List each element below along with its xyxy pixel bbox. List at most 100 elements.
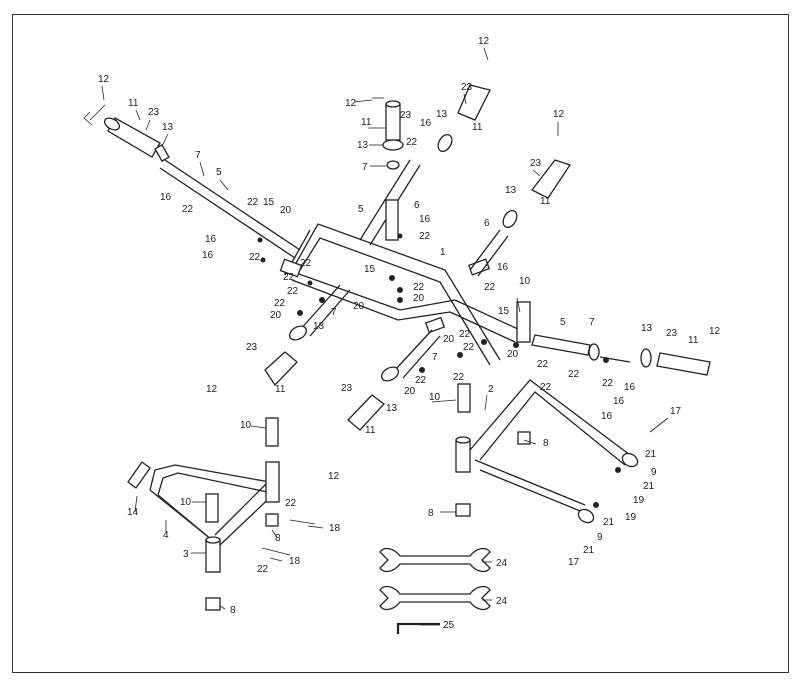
lower-left-arms xyxy=(264,284,441,431)
rear-leg-assembly xyxy=(455,301,639,524)
label-22f: 22 xyxy=(413,282,425,293)
label-19: 19 xyxy=(633,495,645,506)
label-24b: 24 xyxy=(496,596,508,607)
label-16f: 16 xyxy=(497,262,509,273)
diagram-frame xyxy=(12,14,789,673)
label-17b: 17 xyxy=(568,557,580,568)
label-20: 20 xyxy=(280,205,292,216)
label-12e: 12 xyxy=(206,384,218,395)
leader-lines xyxy=(101,47,669,626)
label-23g: 23 xyxy=(666,328,678,339)
label-15b: 15 xyxy=(364,264,376,275)
label-22d: 22 xyxy=(406,137,418,148)
label-20f: 20 xyxy=(404,386,416,397)
label-11b: 11 xyxy=(472,122,483,133)
label-10c: 10 xyxy=(240,420,252,431)
label-12f: 12 xyxy=(328,471,340,482)
label-13f: 13 xyxy=(386,403,398,414)
label-5c: 5 xyxy=(560,317,566,328)
label-13d: 13 xyxy=(505,185,517,196)
label-21b: 21 xyxy=(643,481,655,492)
label-18: 18 xyxy=(329,523,341,534)
label-23e: 23 xyxy=(246,342,258,353)
label-22s: 22 xyxy=(540,382,552,393)
label-17: 17 xyxy=(670,406,682,417)
label-16c: 16 xyxy=(202,250,214,261)
label-6b: 6 xyxy=(484,218,490,229)
upper-center-arm xyxy=(359,97,421,246)
label-22: 22 xyxy=(182,204,194,215)
label-23: 23 xyxy=(148,107,160,118)
label-20e: 20 xyxy=(443,334,455,345)
label-12c: 12 xyxy=(345,98,357,109)
label-13b: 13 xyxy=(436,109,448,120)
label-3: 3 xyxy=(183,549,189,560)
label-18b: 18 xyxy=(289,556,301,567)
wrench-bottom xyxy=(379,585,491,611)
label-22h: 22 xyxy=(300,258,312,269)
label-20d: 20 xyxy=(353,301,365,312)
label-22e: 22 xyxy=(419,231,431,242)
label-13g: 13 xyxy=(641,323,653,334)
label-20b: 20 xyxy=(413,293,425,304)
label-22n: 22 xyxy=(415,375,427,386)
label-7d: 7 xyxy=(432,352,438,363)
label-21: 21 xyxy=(645,449,657,460)
label-7e: 7 xyxy=(589,317,595,328)
upper-right-arm xyxy=(437,84,572,277)
right-arm xyxy=(531,334,711,376)
label-5: 5 xyxy=(216,167,222,178)
label-23b: 23 xyxy=(461,82,473,93)
label-13c: 13 xyxy=(357,140,369,151)
label-2: 2 xyxy=(488,384,494,395)
upper-left-arm xyxy=(83,104,301,259)
label-10: 10 xyxy=(519,276,531,287)
label-22m: 22 xyxy=(463,342,475,353)
label-12: 12 xyxy=(98,74,110,85)
label-22q: 22 xyxy=(602,378,614,389)
label-8: 8 xyxy=(543,438,549,449)
label-22k: 22 xyxy=(274,298,286,309)
label-10d: 10 xyxy=(180,497,192,508)
label-14: 14 xyxy=(127,507,139,518)
label-15c: 15 xyxy=(498,306,510,317)
label-21c: 21 xyxy=(603,517,615,528)
label-16d: 16 xyxy=(420,118,432,129)
label-12d: 12 xyxy=(553,109,565,120)
label-11: 11 xyxy=(128,98,139,109)
label-22i: 22 xyxy=(283,272,295,283)
label-16i: 16 xyxy=(601,411,613,422)
label-22b: 22 xyxy=(247,197,259,208)
label-10b: 10 xyxy=(429,392,441,403)
label-7b: 7 xyxy=(362,162,368,173)
part-labels: 12 11 23 13 7 5 16 22 22 15 20 16 16 22 … xyxy=(98,36,721,631)
label-22g: 22 xyxy=(484,282,496,293)
label-16: 16 xyxy=(160,192,172,203)
fasteners xyxy=(257,233,621,508)
label-7: 7 xyxy=(195,150,201,161)
label-13e: 13 xyxy=(313,321,325,332)
label-11f: 11 xyxy=(365,425,376,436)
label-21d: 21 xyxy=(583,545,595,556)
label-23c: 23 xyxy=(400,110,412,121)
label-8b: 8 xyxy=(428,508,434,519)
label-22r: 22 xyxy=(568,369,580,380)
label-22o: 22 xyxy=(453,372,465,383)
main-frame-part xyxy=(279,223,521,366)
label-22j: 22 xyxy=(287,286,299,297)
label-8d: 8 xyxy=(230,605,236,616)
hex-key xyxy=(396,622,440,634)
label-4: 4 xyxy=(163,530,169,541)
label-1: 1 xyxy=(440,247,446,258)
label-22t: 22 xyxy=(285,498,297,509)
label-19b: 19 xyxy=(625,512,637,523)
label-11e: 11 xyxy=(275,384,286,395)
label-16e: 16 xyxy=(419,214,431,225)
label-8c: 8 xyxy=(275,533,281,544)
label-22p: 22 xyxy=(537,359,549,370)
label-9: 9 xyxy=(651,467,657,478)
wrench-top xyxy=(379,547,491,573)
label-5b: 5 xyxy=(358,204,364,215)
label-16h: 16 xyxy=(613,396,625,407)
label-9b: 9 xyxy=(597,532,603,543)
